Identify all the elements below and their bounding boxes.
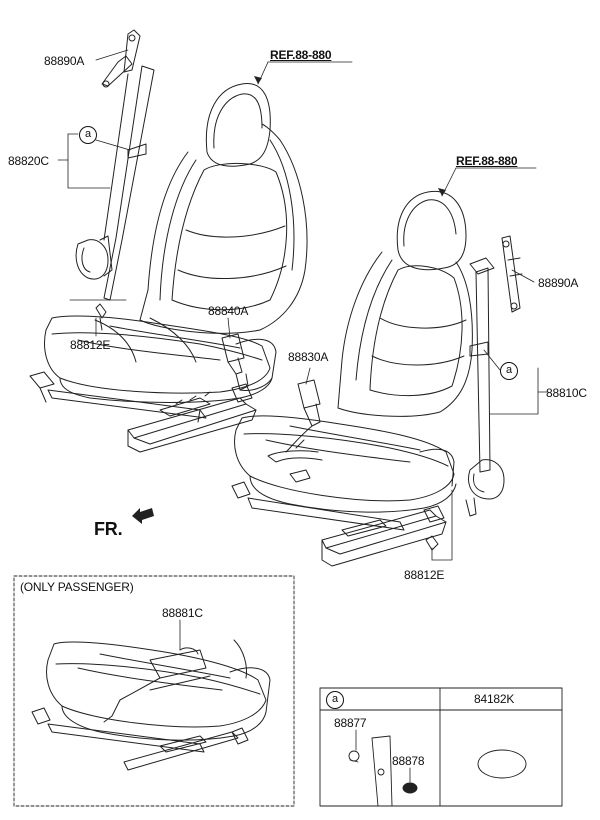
- right-seat-backrest: [338, 252, 472, 416]
- right-seat-headrest: [397, 191, 466, 269]
- left-buckle: [222, 334, 248, 390]
- left-seat-cushion: [45, 316, 270, 393]
- label-88890A-top: 88890A: [44, 54, 85, 68]
- right-seat: [232, 191, 472, 566]
- label-front-direction: FR.: [94, 519, 123, 539]
- label-88812E-right: 88812E: [404, 568, 445, 582]
- marker-a-right: a: [500, 362, 518, 380]
- passenger-cushion-sensor: [32, 640, 270, 770]
- ref-right-arrow-icon: [438, 188, 446, 196]
- left-seat-headrest: [206, 83, 270, 166]
- label-84182K: 84182K: [474, 692, 515, 706]
- front-direction-arrow-icon: [132, 508, 154, 524]
- ref-top-arrow-icon: [254, 76, 262, 84]
- label-88881C: 88881C: [162, 606, 203, 620]
- only-passenger-box: [14, 576, 294, 806]
- marker-a-left: a: [79, 126, 97, 144]
- label-88878: 88878: [392, 754, 425, 768]
- label-88820C: 88820C: [8, 154, 49, 168]
- right-seat-rails: [232, 482, 446, 566]
- right-seat-cushion: [235, 416, 454, 501]
- label-88877: 88877: [334, 716, 367, 730]
- label-only-passenger: (ONLY PASSENGER): [20, 580, 134, 594]
- label-ref-right: REF.88-880: [456, 154, 518, 168]
- label-88812E-left: 88812E: [70, 338, 111, 352]
- right-seat-belt-assembly: [426, 236, 522, 550]
- right-buckle: [286, 380, 320, 452]
- label-88830A: 88830A: [288, 350, 329, 364]
- label-88840A: 88840A: [208, 304, 249, 318]
- label-88810C: 88810C: [546, 386, 587, 400]
- left-seat-belt-assembly: [76, 30, 154, 330]
- left-seat-backrest: [140, 124, 307, 333]
- table-marker-a: a: [326, 691, 344, 709]
- label-88890A-right: 88890A: [538, 276, 579, 290]
- left-seat: [30, 83, 307, 452]
- part-table: [320, 688, 562, 806]
- left-seat-rails: [30, 372, 256, 452]
- label-ref-top: REF.88-880: [270, 48, 332, 62]
- leader-lines: [58, 50, 548, 560]
